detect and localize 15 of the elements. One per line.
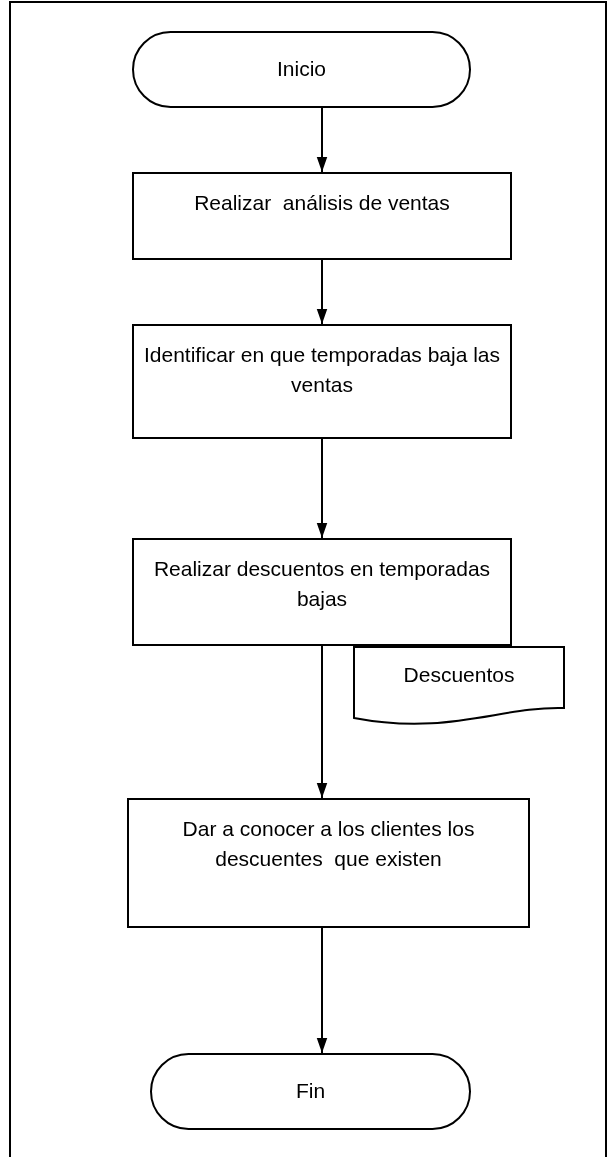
arrow bbox=[316, 259, 328, 325]
process-box bbox=[132, 172, 512, 260]
node-label: Dar a conocer a los clientes los descuentes que existen bbox=[181, 816, 476, 873]
node-label: Identificar en que temporadas baja las ventas bbox=[142, 342, 502, 399]
arrow bbox=[316, 438, 328, 539]
node-label: Inicio bbox=[277, 56, 326, 83]
arrow bbox=[316, 107, 328, 173]
arrow bbox=[316, 645, 328, 799]
node-label: Realizar descuentos en temporadas bajas bbox=[152, 556, 492, 613]
arrow bbox=[316, 927, 328, 1054]
node-label: Realizar análisis de ventas bbox=[194, 190, 450, 216]
node-label: Descuentos bbox=[403, 661, 515, 688]
process-box bbox=[127, 798, 530, 928]
process-box bbox=[132, 324, 512, 439]
node-label: Fin bbox=[295, 1078, 326, 1105]
